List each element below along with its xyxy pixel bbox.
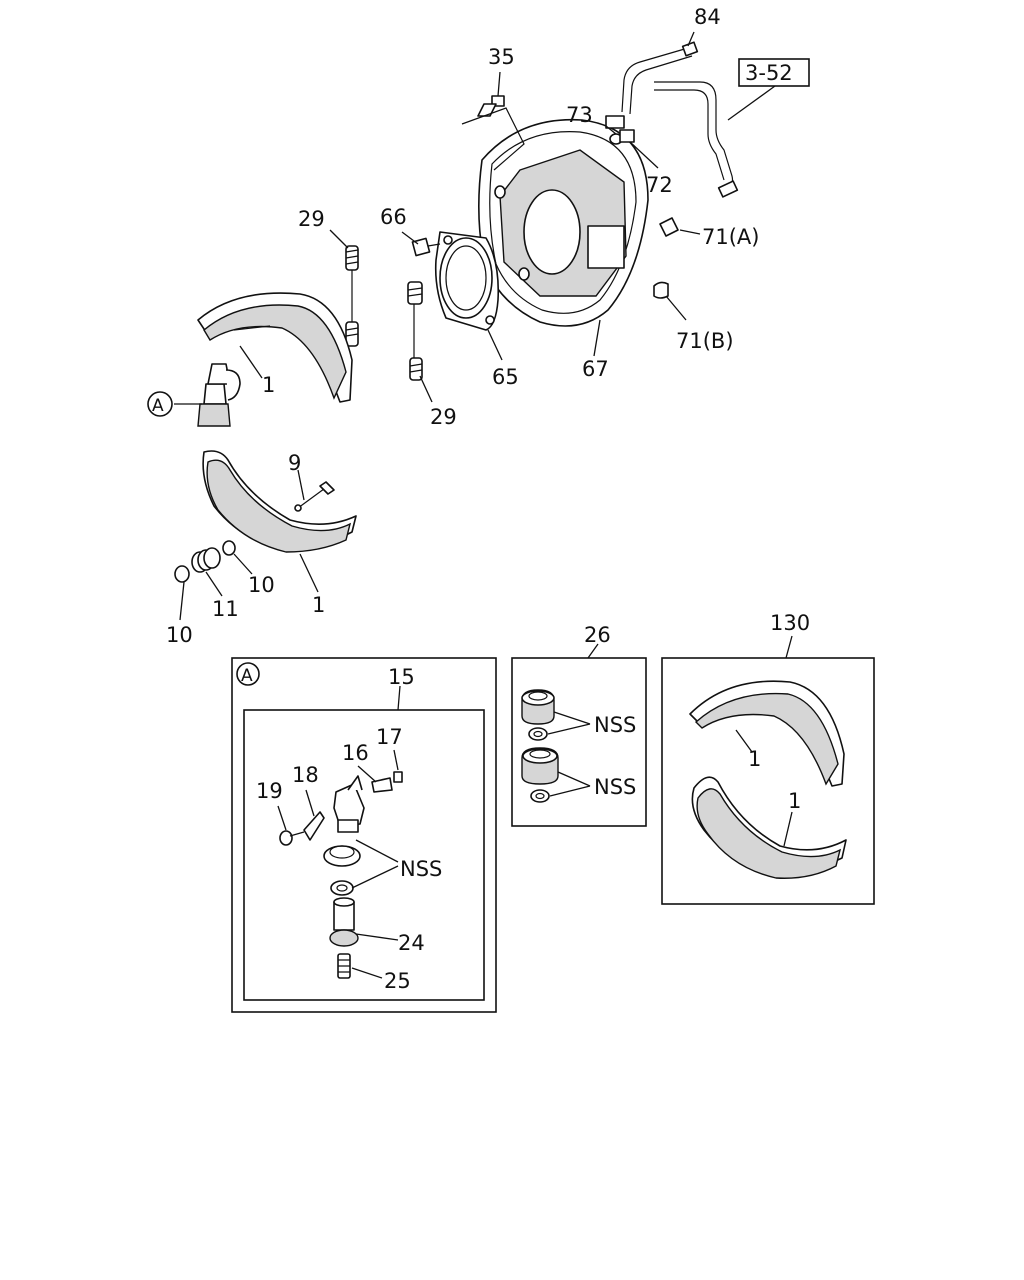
hold-down-spring-11 (191, 547, 221, 573)
seal-26-bottom (521, 747, 559, 803)
label-18: 18 (292, 763, 319, 787)
bolt-66 (411, 237, 441, 257)
adjuster-body-inset (333, 775, 365, 833)
label-11: 11 (212, 597, 239, 621)
return-spring-29-top (345, 245, 359, 347)
adjuster-a (197, 363, 241, 427)
leader-lines (174, 31, 776, 621)
label-9: 9 (288, 451, 301, 475)
label-1-kit-bottom: 1 (788, 789, 801, 813)
seal-plate-65 (434, 231, 500, 331)
label-29-top: 29 (298, 207, 325, 231)
label-10-right: 10 (248, 573, 275, 597)
inset-a-marker: A (241, 666, 253, 686)
hold-down-pin-9 (294, 481, 335, 512)
bleeder-71a (659, 217, 679, 237)
label-nss-26-bottom: NSS (594, 775, 636, 799)
washer-10-left (174, 565, 190, 583)
bolt-35 (461, 95, 525, 171)
seal-inset-a (323, 845, 361, 896)
label-3-52: 3-52 (745, 61, 793, 85)
label-17: 17 (376, 725, 403, 749)
cap-71b (653, 281, 669, 299)
inset-a-outer-box (231, 657, 497, 1013)
inset-15-inner-box (243, 709, 485, 1001)
nut-72 (605, 115, 635, 143)
label-29-bottom: 29 (430, 405, 457, 429)
label-71a: 71(A) (702, 225, 759, 249)
label-1-lower: 1 (312, 593, 325, 617)
washer-10-right (222, 540, 236, 556)
label-65: 65 (492, 365, 519, 389)
inset-a-marker-circle (236, 662, 260, 686)
brake-pipe-84 (621, 41, 739, 198)
return-spring-29-bottom (407, 281, 423, 381)
brake-shoe-lower (202, 450, 357, 553)
kit-shoe-lower (691, 776, 847, 879)
label-1-upper: 1 (262, 373, 275, 397)
adjuster-screw-25 (337, 953, 351, 979)
label-nss-26-top: NSS (594, 713, 636, 737)
label-73: 73 (566, 103, 593, 127)
label-nss-a: NSS (400, 857, 442, 881)
label-15: 15 (388, 665, 415, 689)
adjuster-wheel-24 (329, 897, 359, 947)
seal-26-top (521, 689, 555, 741)
label-19: 19 (256, 779, 283, 803)
label-72: 72 (646, 173, 673, 197)
inset-26-box (511, 657, 647, 827)
bolt-19 (279, 830, 305, 846)
screw-16 (371, 777, 393, 793)
label-35: 35 (488, 45, 515, 69)
callout-a-top: A (152, 396, 164, 416)
label-66: 66 (380, 205, 407, 229)
label-71b: 71(B) (676, 329, 734, 353)
brake-shoe-upper (197, 292, 353, 403)
label-16: 16 (342, 741, 369, 765)
screw-17 (393, 771, 403, 783)
callout-a-circle (147, 391, 173, 417)
kit-shoe-upper (689, 680, 845, 787)
label-1-kit-top: 1 (748, 747, 761, 771)
label-24: 24 (398, 931, 425, 955)
label-26: 26 (584, 623, 611, 647)
label-130: 130 (770, 611, 810, 635)
label-67: 67 (582, 357, 609, 381)
inset-26-leaders (547, 711, 591, 797)
label-84: 84 (694, 5, 721, 29)
inset-130-leaders (735, 729, 793, 847)
inset-130-box (661, 657, 875, 905)
inset-a-leaders (277, 749, 399, 979)
plate-18 (303, 811, 325, 841)
label-10-left: 10 (166, 623, 193, 647)
backing-plate-67 (478, 118, 649, 327)
label-25: 25 (384, 969, 411, 993)
